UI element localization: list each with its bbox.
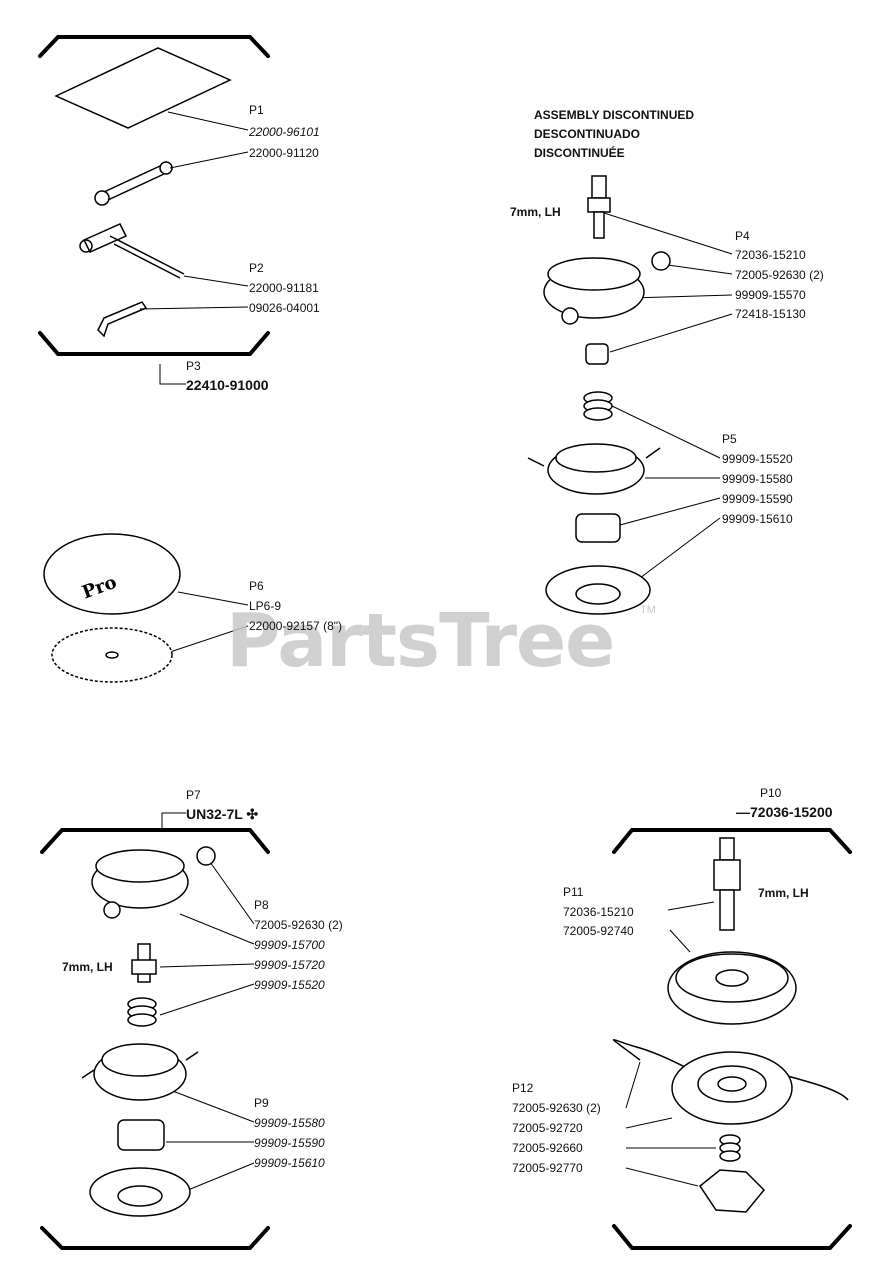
callout-p6: P6	[249, 579, 264, 593]
watermark-trademark: TM	[640, 604, 656, 616]
bolt-drawing-p4	[587, 175, 611, 239]
part-number: 99909-15520	[254, 978, 325, 992]
part-number: 99909-15700	[254, 938, 325, 952]
callout-p3: P3	[186, 359, 201, 373]
part-number: 72005-92630 (2)	[512, 1101, 601, 1115]
assembly-part-number: 22410-91000	[186, 377, 269, 393]
discontinued-notice-fr: DISCONTINUÉE	[534, 146, 625, 160]
part-number: 72005-92770	[512, 1161, 583, 1175]
head-housing-drawing-p4	[543, 251, 671, 365]
callout-p9: P9	[254, 1096, 269, 1110]
bolt-drawing-p10	[713, 837, 741, 931]
spool-assembly-drawing-p12	[613, 1039, 849, 1213]
callout-p7: P7	[186, 788, 201, 802]
part-number: 72005-92630 (2)	[254, 918, 343, 932]
thread-note: 7mm, LH	[62, 960, 113, 974]
part-number: 72005-92740	[563, 924, 634, 938]
part-number: 72418-15130	[735, 307, 806, 321]
callout-p11: P11	[563, 885, 584, 899]
callout-p5: P5	[722, 432, 737, 446]
part-number: LP6-9	[249, 599, 282, 613]
part-number: 22000-91181	[249, 281, 319, 295]
part-number: 22000-96101	[249, 125, 320, 139]
leader-lines	[139, 111, 733, 1191]
bracket-bottom-right-lower	[612, 1224, 852, 1250]
part-number: 72036-15210	[735, 248, 806, 262]
part-number: 99909-15610	[254, 1156, 325, 1170]
bracket-bottom-left-lower	[40, 1226, 270, 1250]
manual-sheet-drawing	[54, 47, 232, 129]
wrench-drawing	[94, 161, 173, 206]
bracket-top-left-upper	[38, 35, 270, 58]
head-housing-drawing-p8	[91, 846, 216, 1027]
part-number: 22000-91120	[249, 146, 319, 160]
callout-p12: P12	[512, 1081, 534, 1095]
head-housing-drawing-p11	[667, 951, 797, 1025]
callout-p4: P4	[735, 229, 750, 243]
bracket-bottom-right-upper	[612, 828, 852, 854]
callout-p1: P1	[249, 103, 264, 117]
part-number: 72005-92720	[512, 1121, 583, 1135]
assembly-part-number: UN32-7L ✣	[186, 806, 259, 822]
part-number: 09026-04001	[249, 301, 320, 315]
spool-assembly-drawing-p5	[527, 391, 661, 615]
assembly-part-number: —72036-15200	[736, 804, 833, 820]
thread-note: 7mm, LH	[510, 205, 561, 219]
bracket-bottom-left-upper	[40, 828, 270, 854]
part-number: 99909-15720	[254, 958, 325, 972]
callout-p8: P8	[254, 898, 269, 912]
group-brackets	[38, 35, 852, 1250]
part-number: 99909-15520	[722, 452, 793, 466]
part-number: 72036-15210	[563, 905, 634, 919]
plug-wrench-drawing	[79, 223, 185, 279]
part-number: 72005-92630 (2)	[735, 268, 824, 282]
discontinued-notice-es: DESCONTINUADO	[534, 127, 641, 141]
part-number: 99909-15580	[254, 1116, 325, 1130]
part-number: 99909-15590	[722, 492, 793, 506]
watermark-text: PartsTree	[226, 598, 615, 684]
part-number: 99909-15570	[735, 288, 806, 302]
callout-p2: P2	[249, 261, 264, 275]
thread-note: 7mm, LH	[758, 886, 809, 900]
part-number: 99909-15610	[722, 512, 793, 526]
blade-drawing-p6: Pro	[43, 533, 181, 683]
discontinued-notice-en: ASSEMBLY DISCONTINUED	[534, 108, 695, 122]
part-number: 99909-15590	[254, 1136, 325, 1150]
spool-assembly-drawing-p9	[81, 1043, 199, 1217]
callout-p10: P10	[760, 786, 782, 800]
part-number: 22000-92157 (8")	[249, 619, 342, 633]
part-number: 99909-15580	[722, 472, 793, 486]
hex-key-drawing	[97, 301, 148, 338]
bracket-top-left-lower	[38, 331, 270, 356]
part-number: 72005-92660	[512, 1141, 583, 1155]
